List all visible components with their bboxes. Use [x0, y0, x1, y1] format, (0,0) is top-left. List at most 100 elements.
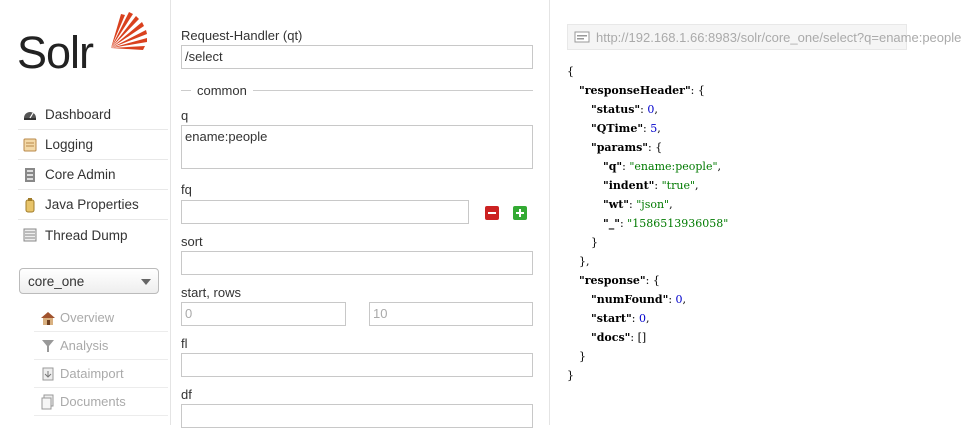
- rows-input[interactable]: 10: [369, 302, 533, 326]
- json-pre: {: [567, 65, 574, 78]
- json-key: "wt": [603, 198, 630, 211]
- json-key: "docs": [591, 331, 631, 344]
- solr-logo[interactable]: Solr: [17, 8, 167, 78]
- start-input[interactable]: 0: [181, 302, 346, 326]
- sidebar-item-label: Dashboard: [45, 107, 112, 122]
- json-pre: }: [579, 350, 586, 363]
- q-textarea[interactable]: ename:people: [181, 125, 533, 169]
- fq-label: fq: [181, 182, 192, 197]
- json-line: "q": "ename:people",: [567, 157, 728, 176]
- sidebar-item-core-admin[interactable]: Core Admin: [18, 160, 168, 190]
- response-panel: http://192.168.1.66:8983/solr/core_one/s…: [551, 0, 961, 425]
- sidebar-item-java-properties[interactable]: Java Properties: [18, 190, 168, 220]
- query-form: Request-Handler (qt) /select common q en…: [170, 0, 550, 428]
- json-line: "params": {: [567, 138, 728, 157]
- json-val: {: [697, 84, 705, 97]
- json-key: "status": [591, 103, 641, 116]
- core-selector-value: core_one: [28, 273, 85, 289]
- core-admin-icon: [22, 167, 38, 183]
- json-sep: :: [645, 274, 653, 287]
- json-sep: :: [619, 217, 628, 230]
- sidebar-item-label: Logging: [45, 137, 94, 152]
- request-handler-label: Request-Handler (qt): [181, 28, 303, 43]
- core-menu-item-documents[interactable]: Documents: [34, 388, 168, 416]
- core-menu-item-analysis[interactable]: Analysis: [34, 332, 168, 360]
- core-menu-label: Documents: [60, 394, 126, 409]
- core-menu: Overview Analysis Dataimport Documents: [34, 304, 168, 416]
- fl-input[interactable]: [181, 353, 533, 377]
- json-line: "_": "1586513936058": [567, 214, 728, 233]
- plus-icon: [516, 209, 524, 217]
- json-key: "indent": [603, 179, 655, 192]
- json-line: },: [567, 252, 728, 271]
- thread-dump-icon: [22, 227, 38, 243]
- json-key: "start": [591, 312, 632, 325]
- sidebar-item-logging[interactable]: Logging: [18, 130, 168, 160]
- link-icon: [574, 31, 590, 43]
- sidebar-item-label: Thread Dump: [45, 227, 128, 243]
- json-sep: :: [654, 179, 662, 192]
- sidebar-item-thread-dump[interactable]: Thread Dump: [18, 220, 168, 250]
- df-input[interactable]: [181, 404, 533, 428]
- json-sep: :: [629, 198, 637, 211]
- sidebar: Solr Dashboard: [0, 0, 170, 425]
- json-key: "numFound": [591, 293, 669, 306]
- json-val: "ename:people": [629, 160, 718, 173]
- sidebar-item-dashboard[interactable]: Dashboard: [18, 100, 168, 130]
- json-line: }: [567, 366, 728, 385]
- json-line: "numFound": 0,: [567, 290, 728, 309]
- json-sep: :: [643, 122, 651, 135]
- json-key: "_": [603, 217, 620, 230]
- json-sep: :: [668, 293, 676, 306]
- json-line: "response": {: [567, 271, 728, 290]
- json-post: ,: [669, 198, 673, 211]
- json-post: ,: [654, 103, 658, 116]
- json-line: }: [567, 347, 728, 366]
- analysis-icon: [40, 338, 56, 354]
- fq-input[interactable]: [181, 200, 469, 224]
- json-val: {: [655, 141, 663, 154]
- json-val: 5: [650, 122, 658, 135]
- core-selector[interactable]: core_one: [19, 268, 159, 294]
- json-line: "docs": []: [567, 328, 728, 347]
- json-sep: :: [630, 331, 638, 344]
- core-menu-item-dataimport[interactable]: Dataimport: [34, 360, 168, 388]
- json-line: "indent": "true",: [567, 176, 728, 195]
- core-menu-label: Overview: [60, 310, 115, 325]
- minus-icon: [488, 212, 496, 214]
- sidebar-item-label: Core Admin: [45, 167, 116, 182]
- json-sep: :: [640, 103, 648, 116]
- request-url-link[interactable]: http://192.168.1.66:8983/solr/core_one/s…: [567, 24, 961, 50]
- json-val: []: [637, 331, 647, 344]
- json-pre: }: [591, 236, 598, 249]
- sort-input[interactable]: [181, 251, 533, 275]
- json-key: "response": [579, 274, 646, 287]
- core-menu-label: Dataimport: [60, 366, 124, 381]
- json-sep: :: [622, 160, 630, 173]
- json-line: {: [567, 62, 728, 81]
- main-nav: Dashboard Logging Core Admin Java Proper…: [18, 100, 168, 250]
- json-key: "responseHeader": [579, 84, 691, 97]
- common-legend: common: [191, 83, 253, 98]
- json-sep: :: [631, 312, 639, 325]
- json-sep: :: [690, 84, 698, 97]
- core-menu-label: Analysis: [60, 338, 109, 353]
- json-line: "QTime": 5,: [567, 119, 728, 138]
- df-label: df: [181, 387, 192, 402]
- json-sep: :: [648, 141, 656, 154]
- add-fq-button[interactable]: [513, 206, 527, 220]
- remove-fq-button[interactable]: [485, 206, 499, 220]
- sun-logo-icon: [111, 12, 147, 50]
- json-post: ,: [695, 179, 699, 192]
- json-key: "QTime": [591, 122, 644, 135]
- json-val: "true": [661, 179, 696, 192]
- sort-label: sort: [181, 234, 203, 249]
- request-handler-input[interactable]: /select: [181, 45, 533, 69]
- overview-icon: [40, 310, 56, 326]
- json-val: 0: [647, 103, 655, 116]
- core-menu-item-overview[interactable]: Overview: [34, 304, 168, 332]
- json-key: "q": [603, 160, 623, 173]
- chevron-down-icon: [141, 279, 151, 285]
- q-label: q: [181, 108, 189, 123]
